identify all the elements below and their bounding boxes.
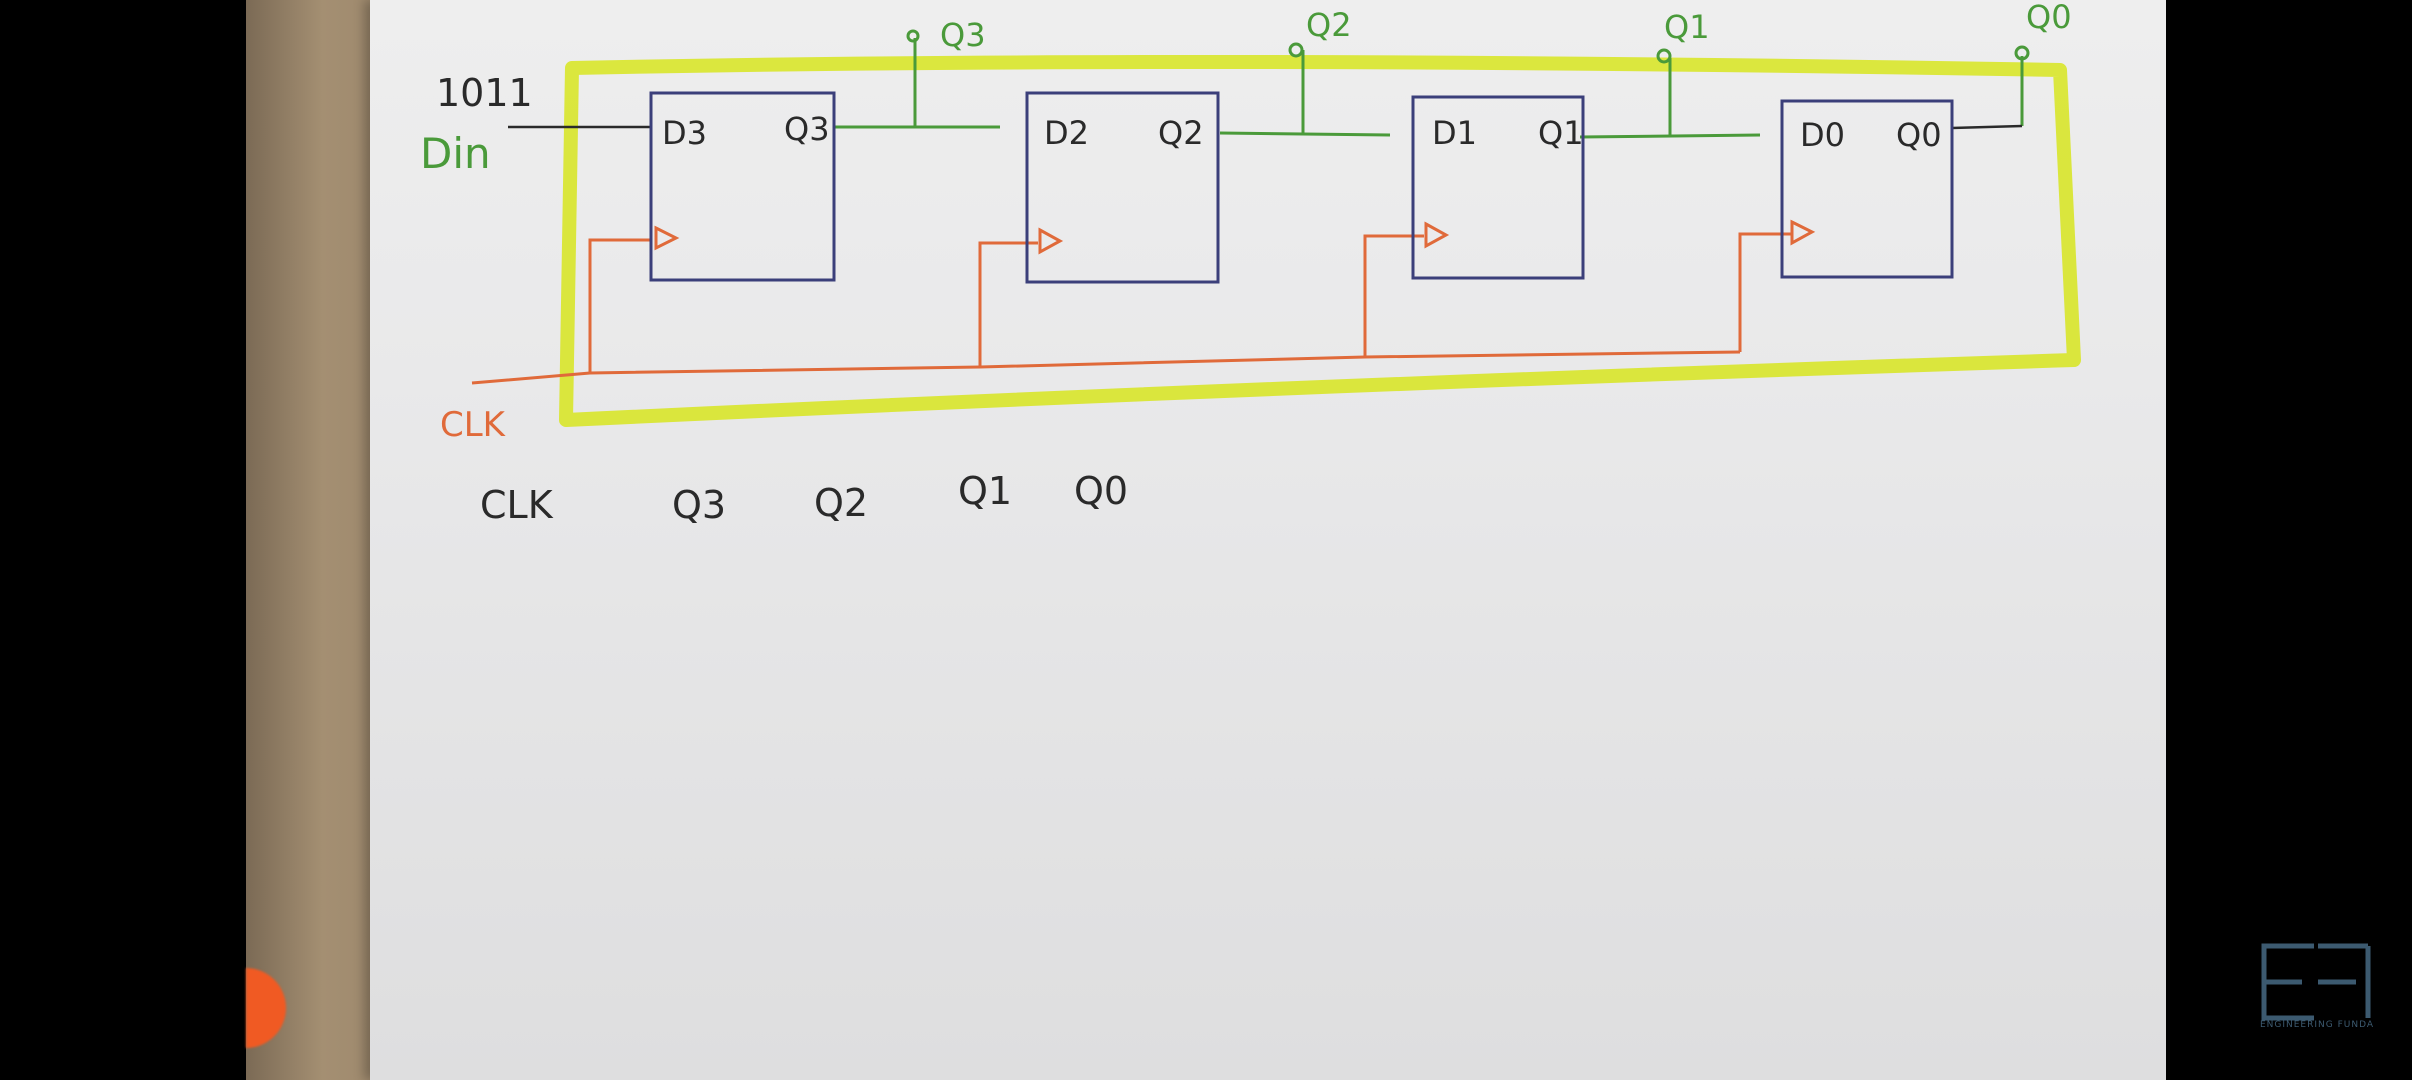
ff3-q-label: Q3 <box>784 110 830 148</box>
flip-flop-3 <box>649 91 836 282</box>
table-header-q3: Q3 <box>672 483 726 527</box>
watermark-caption: ENGINEERING FUNDA <box>2259 1020 2375 1030</box>
tap-q2-label: Q2 <box>1306 6 1352 44</box>
flip-flop-1 <box>1411 95 1585 280</box>
ff2-d-label: D2 <box>1044 114 1089 152</box>
flip-flop-2 <box>1025 91 1220 284</box>
ff2-q-label: Q2 <box>1158 114 1204 152</box>
ef-logo-icon <box>2261 943 2371 1021</box>
ff0-d-label: D0 <box>1800 116 1845 154</box>
ff3-d-label: D3 <box>662 114 707 152</box>
paper-sheet <box>370 0 2166 1080</box>
ff1-q-label: Q1 <box>1538 114 1584 152</box>
clock-label: CLK <box>440 405 507 445</box>
table-header-clk: CLK <box>480 483 554 527</box>
data-wiring <box>834 29 2030 139</box>
input-name-label: Din <box>420 129 491 178</box>
ff0-q-label: Q0 <box>1896 116 1942 154</box>
ff1-d-label: D1 <box>1432 114 1477 152</box>
table-header-q2: Q2 <box>814 481 868 525</box>
tap-q0-label: Q0 <box>2026 0 2072 36</box>
tap-q3-label: Q3 <box>940 16 986 54</box>
table-header-q1: Q1 <box>958 469 1012 513</box>
flip-flop-0 <box>1780 99 1954 279</box>
clock-wiring <box>471 219 1816 385</box>
tap-q1-label: Q1 <box>1664 8 1710 46</box>
io-wiring <box>508 124 2023 130</box>
table-header-q0: Q0 <box>1074 469 1128 513</box>
highlight-boundary <box>559 54 2081 427</box>
input-bits-label: 1011 <box>436 71 533 115</box>
truth-table-header: CLK Q3 Q2 Q1 Q0 <box>480 469 1128 527</box>
